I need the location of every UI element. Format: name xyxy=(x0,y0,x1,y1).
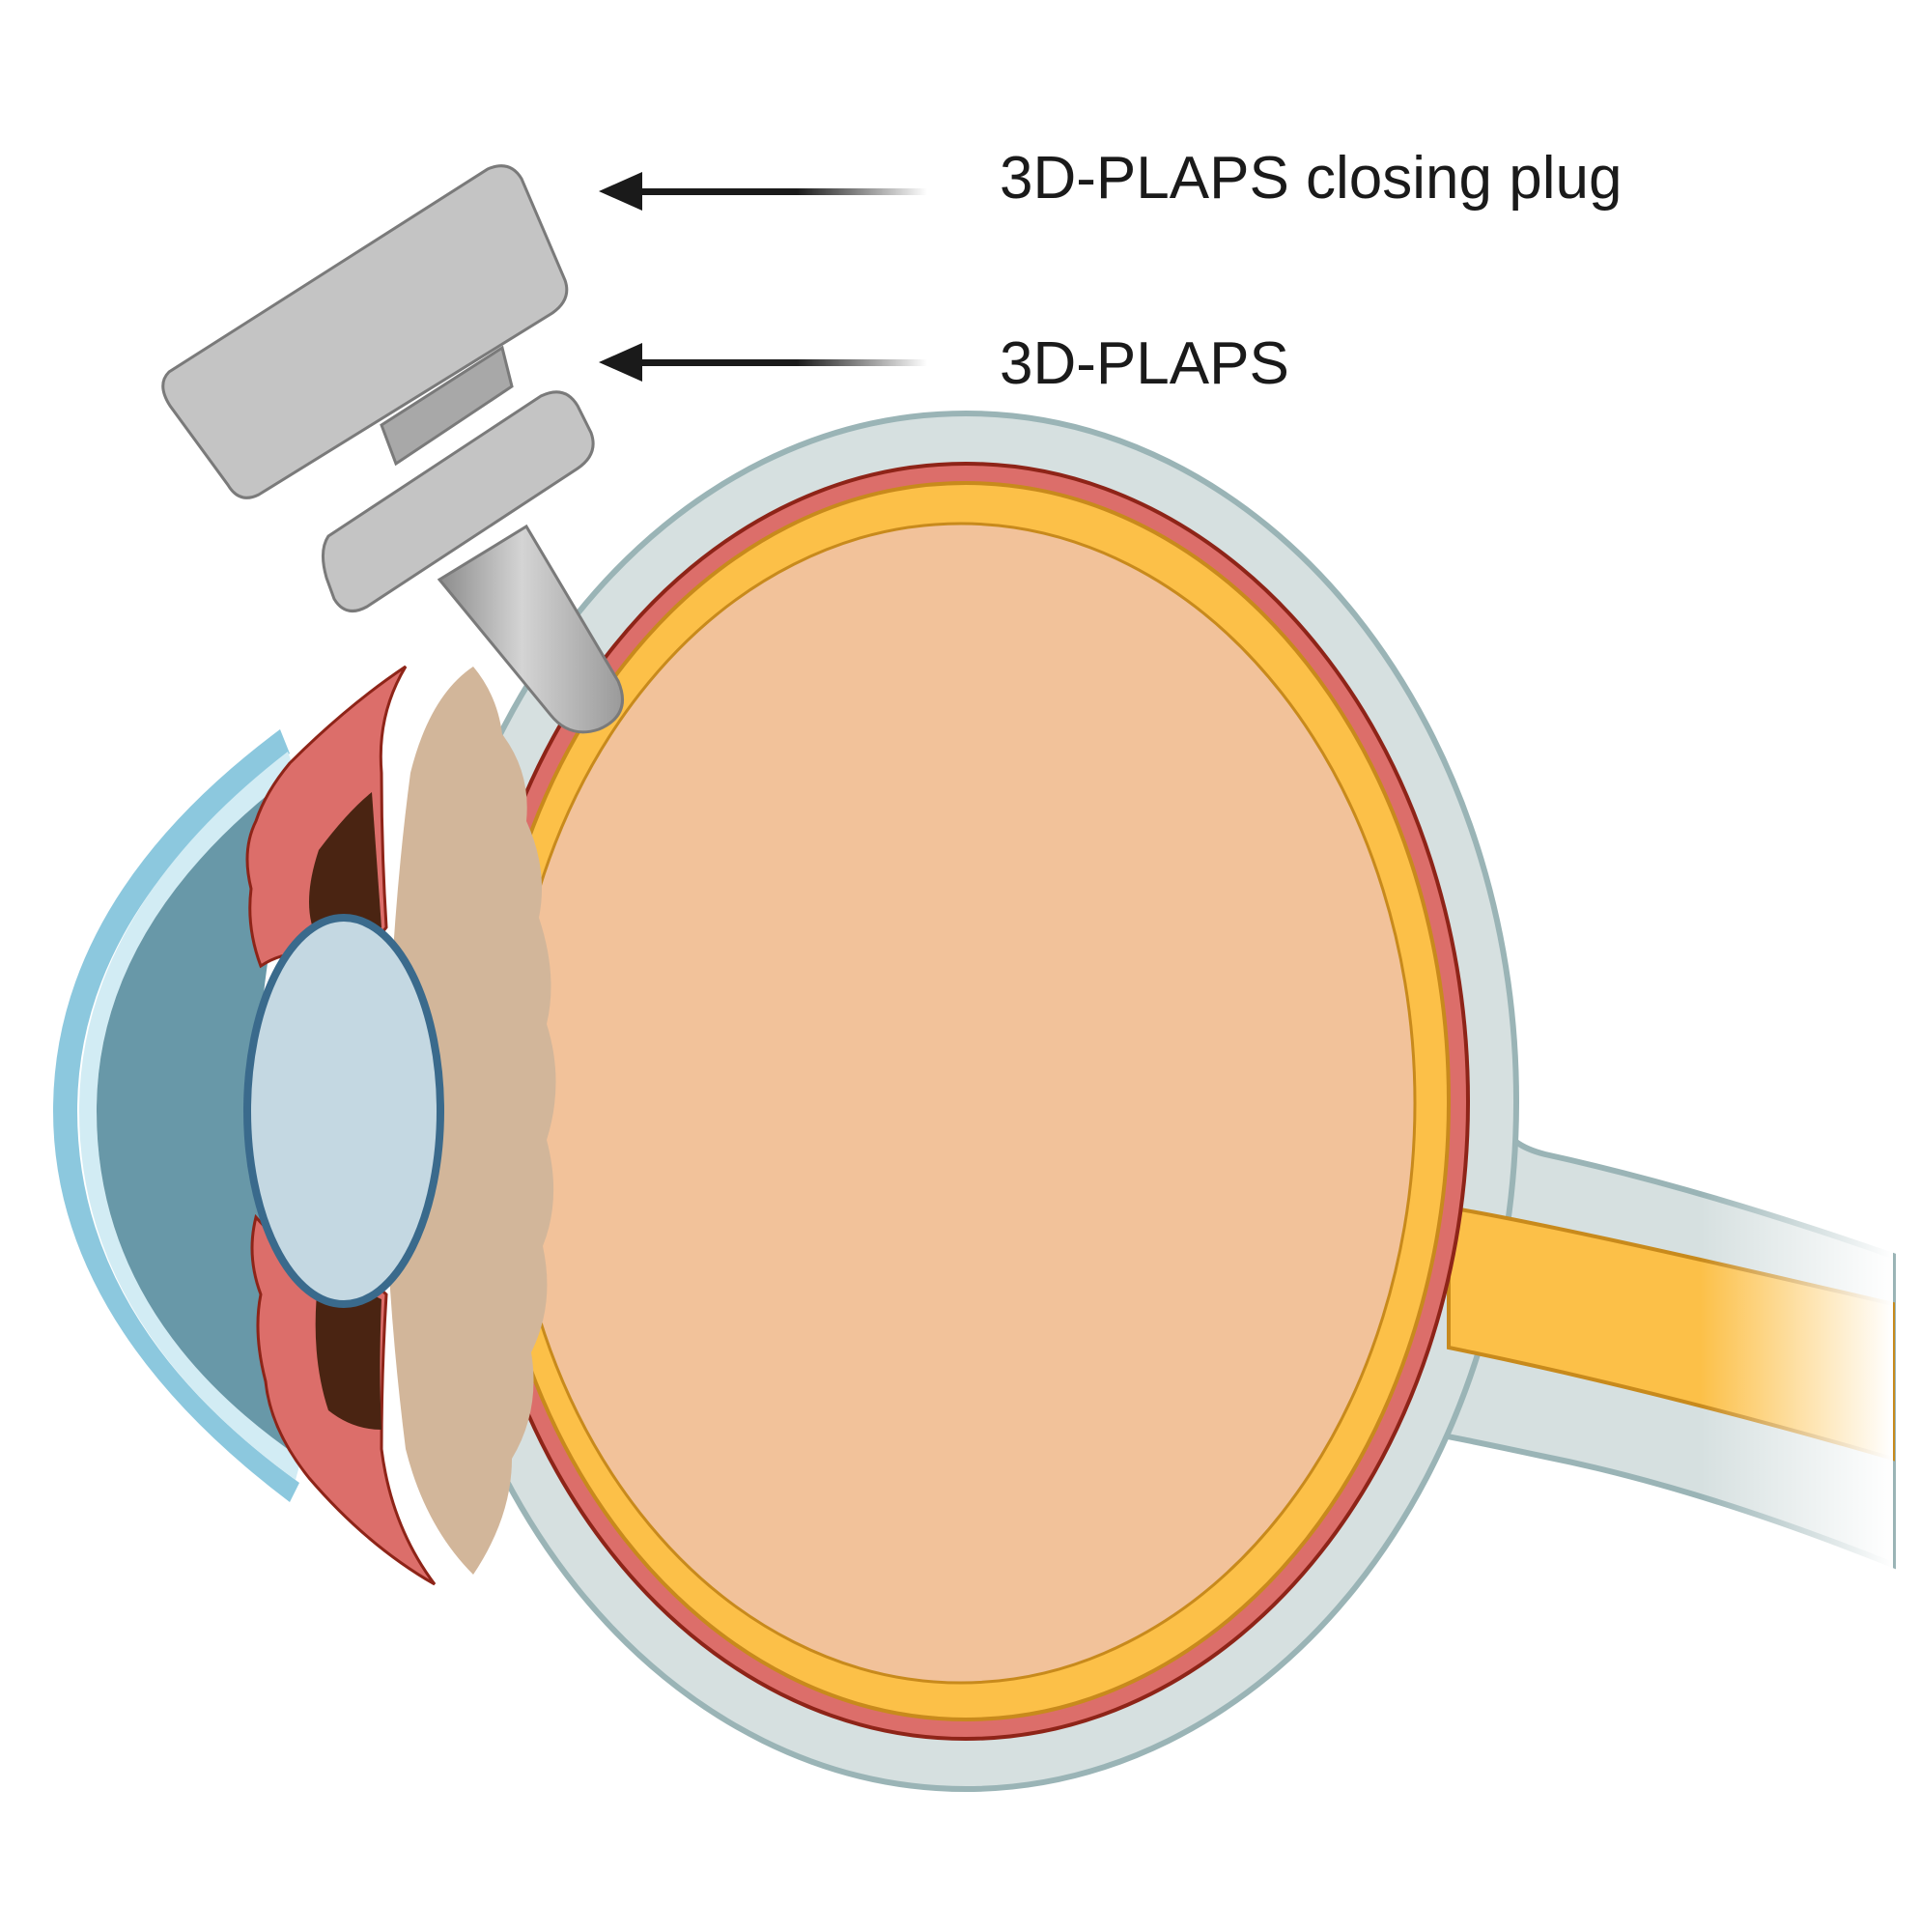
vitreous-anterior-zone xyxy=(385,667,556,1575)
implant-neck xyxy=(380,345,514,467)
arrow-plaps xyxy=(599,343,927,382)
anterior-chamber xyxy=(97,773,301,1459)
lens xyxy=(243,914,444,1308)
implant-shaft xyxy=(437,524,624,734)
ciliary-muscle-top xyxy=(309,792,381,943)
vitreous-body xyxy=(505,522,1417,1685)
cornea-inner xyxy=(79,752,301,1480)
optic-nerve-fade xyxy=(1700,1140,1893,1575)
ciliary-muscle-bottom xyxy=(315,1275,381,1430)
label-plaps: 3D-PLAPS xyxy=(1000,330,1289,397)
cornea-outer xyxy=(53,729,299,1502)
plaps-implant xyxy=(322,345,624,734)
label-closing-plug: 3D-PLAPS closing plug xyxy=(1000,145,1623,212)
arrow-closing-plug xyxy=(599,172,927,211)
closing-plug xyxy=(161,164,569,499)
implant-flange xyxy=(322,390,595,612)
